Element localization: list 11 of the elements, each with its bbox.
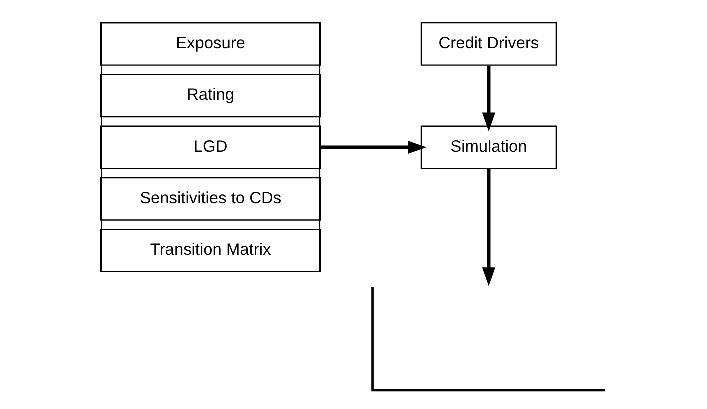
node-box: Exposure [100, 22, 321, 66]
node-box: Sensitivities to CDs [100, 176, 321, 220]
arrow [482, 168, 496, 286]
node-box: Rating [100, 74, 321, 118]
node-box: Credit Drivers [420, 22, 557, 66]
arrow [482, 65, 496, 132]
node-box: Transition Matrix [100, 228, 321, 272]
node-box: LGD [100, 125, 321, 169]
node-box: Simulation [420, 125, 557, 169]
arrow [320, 140, 426, 154]
node-chart [371, 286, 605, 392]
